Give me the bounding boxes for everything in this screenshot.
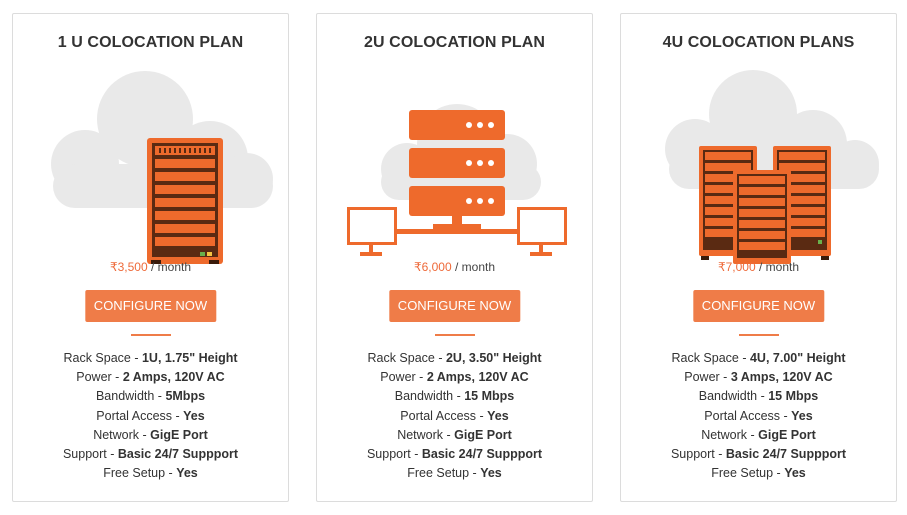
spec-list: Rack Space - 1U, 1.75" Height Power - 2 … [13,349,288,483]
divider [434,334,475,336]
spec-support: Support - Basic 24/7 Suppport [670,446,847,461]
price-amount: ₹7,000 [717,260,756,274]
spec-power: Power - 2 Amps, 120V AC [76,370,225,385]
spec-list: Rack Space - 4U, 7.00" Height Power - 3 … [621,349,896,483]
price-period: / month [150,260,192,274]
plan-card-1u: 1 U COLOCATION PLAN [12,13,289,502]
spec-support: Support - Basic 24/7 Suppport [62,446,239,461]
spec-bandwidth: Bandwidth - 5Mbps [95,389,206,404]
spec-free-setup: Free Setup - Yes [407,466,502,481]
spec-free-setup: Free Setup - Yes [103,466,198,481]
multi-server-cloud-icon [633,64,886,264]
spec-bandwidth: Bandwidth - 15 Mbps [394,389,515,404]
spec-rack-space: Rack Space - 4U, 7.00" Height [671,351,846,365]
server-stack-network-icon [329,64,582,264]
price-period: / month [454,260,496,274]
plan-title: 2U COLOCATION PLAN [363,34,546,51]
divider [738,334,779,336]
plan-price: ₹6,000 / month [317,260,592,274]
spec-portal-access: Portal Access - Yes [704,408,813,423]
spec-power: Power - 3 Amps, 120V AC [684,370,833,385]
spec-rack-space: Rack Space - 2U, 3.50" Height [367,351,542,365]
plan-price: ₹7,000 / month [621,260,896,274]
spec-free-setup: Free Setup - Yes [711,466,806,481]
spec-rack-space: Rack Space - 1U, 1.75" Height [63,351,238,365]
spec-portal-access: Portal Access - Yes [400,408,509,423]
single-server-cloud-icon [25,64,278,265]
spec-support: Support - Basic 24/7 Suppport [366,446,543,461]
plan-title: 4U COLOCATION PLANS [662,34,855,51]
configure-now-button[interactable]: CONFIGURE NOW [692,290,825,322]
divider [130,334,171,336]
plan-title: 1 U COLOCATION PLAN [57,34,244,51]
spec-list: Rack Space - 2U, 3.50" Height Power - 2 … [317,349,592,483]
configure-now-button[interactable]: CONFIGURE NOW [388,290,521,322]
spec-portal-access: Portal Access - Yes [96,408,205,423]
price-amount: ₹3,500 [109,260,148,274]
spec-bandwidth: Bandwidth - 15 Mbps [698,389,819,404]
price-period: / month [758,260,800,274]
spec-power: Power - 2 Amps, 120V AC [380,370,529,385]
plan-card-4u: 4U COLOCATION PLANS [620,13,897,502]
plan-card-2u: 2U COLOCATION PLAN [316,13,593,502]
configure-now-button[interactable]: CONFIGURE NOW [84,290,217,322]
spec-network: Network - GigE Port [701,427,816,442]
plan-price: ₹3,500 / month [13,260,288,274]
spec-network: Network - GigE Port [93,427,208,442]
spec-network: Network - GigE Port [397,427,512,442]
price-amount: ₹6,000 [413,260,452,274]
